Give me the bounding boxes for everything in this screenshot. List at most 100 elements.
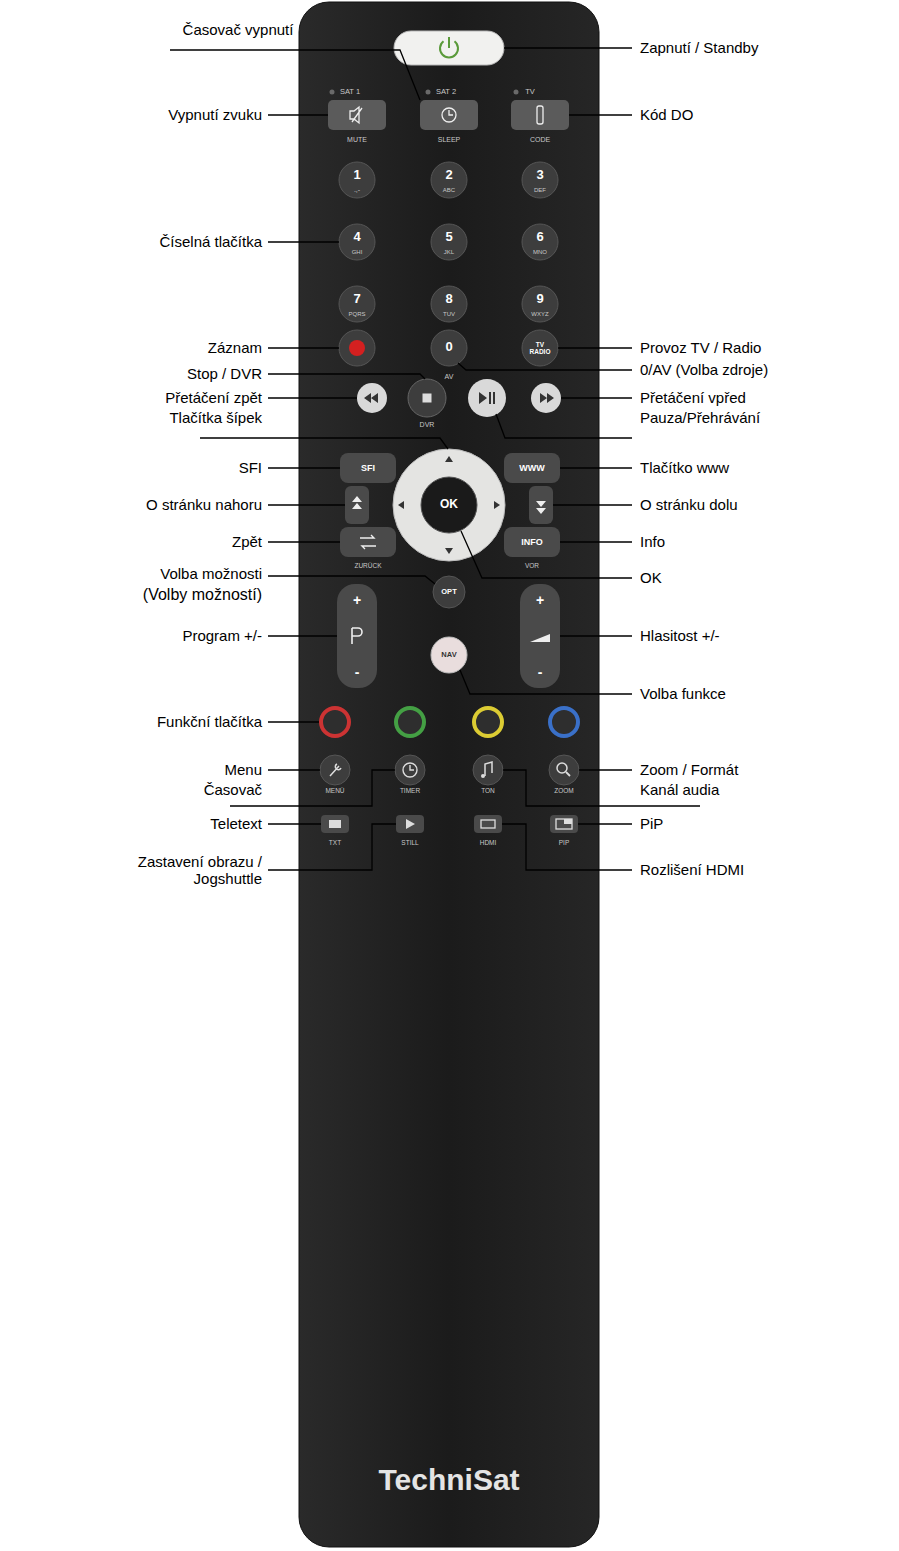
button-label: INFO [521,537,543,547]
button-label: .,- [354,186,360,194]
callout-label: Kanál audia [640,781,719,798]
led-dot [514,90,519,95]
mute-icon [350,107,362,123]
leader-line [268,347,339,348]
callout-label: Hlasitost +/- [640,627,720,644]
callout-label: Číselná tlačítka [159,233,262,250]
sfi-button [340,453,396,483]
leader-line [560,635,632,636]
volume-rocker [520,584,560,688]
leader-line [268,769,320,770]
callout-label: OK [640,569,662,586]
button-label: ZOOM [554,787,574,794]
volume-icon [530,634,550,642]
button-label: - [355,664,360,680]
forward-icon [540,393,554,403]
button-label: TON [481,787,495,794]
button-label: WXYZ [531,311,548,318]
callout-label: Menu [224,761,262,778]
button-label: + [353,592,361,608]
pip-icon [556,819,572,829]
button-label: VOR [525,562,539,569]
leader-line [268,467,340,468]
button-label: HDMI [480,839,497,846]
tv-radio-button [522,330,558,366]
button-label: OPT [441,588,456,597]
callout-label: Volba možnosti [160,565,262,582]
button-label: WWW [519,463,544,473]
yellow-button [474,708,502,736]
arrow-right [494,501,500,509]
callout-label: Zoom / Formát [640,761,738,778]
zoom-icon [557,763,567,773]
still-button [396,815,424,833]
number-button [431,162,467,198]
button-label: 5 [445,230,452,245]
callout-label: Tlačítko www [640,459,729,476]
page-up-icon [352,496,362,509]
button-label: 3 [536,168,543,183]
callout-label: Zapnutí / Standby [640,39,758,56]
back-icon [360,535,376,549]
button-label: DVR [420,421,435,429]
led-dot [426,90,431,95]
button-label: CODE [530,136,550,144]
leader-line [578,823,632,824]
number-button [339,286,375,322]
audio-button [473,755,503,785]
button-label: GHI [352,249,363,256]
button-label: AV [445,373,454,381]
button-label: - [538,664,543,680]
callout-label: Info [640,533,665,550]
play-button [468,379,506,417]
audio-icon [485,762,492,776]
button-label: 4 [353,230,360,245]
callout-label: Kód DO [640,106,693,123]
callout-label: Zpět [232,533,262,550]
button-label: 7 [353,292,360,307]
pip-icon [564,819,572,824]
button-label: ZURÜCK [354,562,381,569]
button-label: 1 [353,168,360,183]
power-button [394,31,504,65]
button-label: PIP [559,839,569,846]
arrow-up [445,456,453,462]
callout-label: Program +/- [182,627,262,644]
callout-label: Časovač vypnutí [183,21,294,38]
leader-line [268,541,340,542]
leader-line [579,769,632,770]
record-button [339,330,375,366]
stop-button [408,379,446,417]
button-label: SFI [361,463,375,473]
leader-line [502,824,632,870]
callout-label: PiP [640,815,663,832]
callout-label: Tlačítka šípek [169,409,262,426]
zoom-button [549,755,579,785]
button-label: 6 [536,230,543,245]
timer-button [395,755,425,785]
info-button [504,527,560,557]
button-label: TXT [329,839,341,846]
leader-line [504,47,632,48]
leader-line [268,823,321,824]
program-icon [352,628,362,644]
callout-label: 0/AV (Volba zdroje) [640,361,768,378]
audio-icon [481,774,485,778]
callout-label: (Volby možností) [143,586,262,604]
opt-button [433,576,465,608]
leader-line [558,347,632,348]
forward-button [531,383,561,413]
callout-label: Pauza/Přehrávání [640,409,760,426]
number-button [431,286,467,322]
callout-label: Rozlišení HDMI [640,861,744,878]
remote-body [299,2,599,1547]
still-icon [406,819,415,829]
leader-line [200,438,448,449]
hdmi-icon [481,820,495,828]
sleep-icon [449,110,453,115]
button-label: MNO [533,249,547,256]
button-label: TIMER [400,787,420,794]
callout-label: Zastavení obrazu / Jogshuttle [112,853,262,888]
button-label: JKL [444,249,454,256]
ok-button [421,477,477,533]
